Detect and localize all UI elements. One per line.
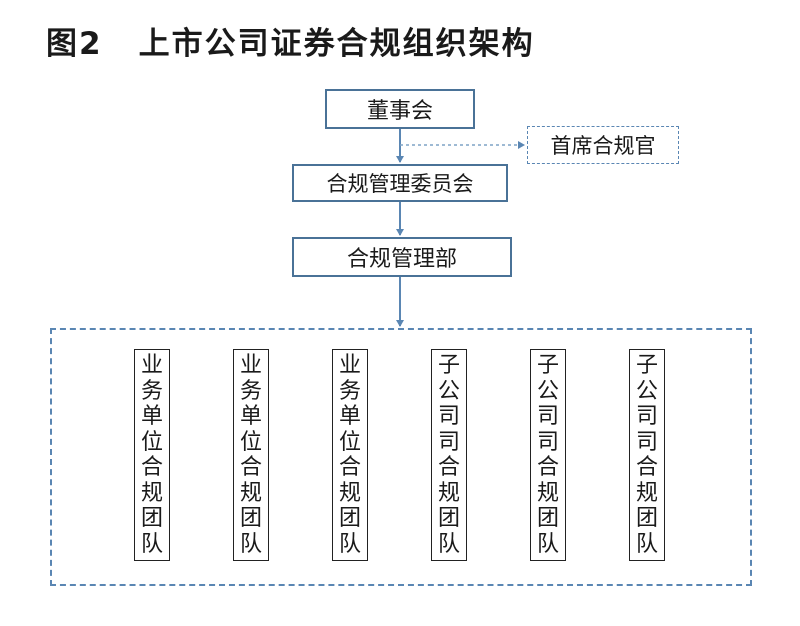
team-label-char: 子	[437, 353, 460, 378]
compliance-department-box: 合规管理部	[292, 237, 512, 277]
team-box: 子公司司合规团队	[530, 349, 566, 561]
compliance-teams-group	[50, 328, 752, 586]
team-label-char: 规	[140, 480, 163, 506]
team-label-char: 合	[239, 455, 262, 480]
board-of-directors-box: 董事会	[325, 89, 475, 129]
team-label-char: 公	[437, 378, 460, 404]
title-text: 上市公司证券合规组织架构	[138, 26, 535, 62]
team-label-char: 司	[437, 404, 460, 429]
team-label-char: 单	[140, 404, 163, 429]
team-label-char: 子	[635, 353, 658, 378]
team-label-char: 团	[338, 506, 361, 531]
team-label-char: 子	[536, 353, 559, 378]
team-label-char: 合	[437, 455, 460, 480]
compliance-committee-box: 合规管理委员会	[292, 164, 508, 202]
team-label-char: 队	[437, 531, 460, 557]
team-label-char: 位	[338, 429, 361, 455]
team-label-char: 业	[239, 353, 262, 378]
team-label-char: 单	[338, 404, 361, 429]
team-label-char: 规	[239, 480, 262, 506]
team-label-char: 司	[635, 429, 658, 455]
team-label-char: 司	[437, 429, 460, 455]
team-label-char: 司	[635, 404, 658, 429]
team-label-char: 公	[635, 378, 658, 404]
team-box: 业务单位合规团队	[332, 349, 368, 561]
chief-compliance-officer-box: 首席合规官	[527, 126, 679, 164]
team-label-char: 务	[140, 378, 163, 404]
team-label-char: 队	[338, 531, 361, 557]
team-label-char: 队	[140, 531, 163, 557]
team-label-char: 位	[140, 429, 163, 455]
team-label-char: 团	[635, 506, 658, 531]
team-label-char: 团	[140, 506, 163, 531]
team-box: 子公司司合规团队	[431, 349, 467, 561]
team-label-char: 队	[635, 531, 658, 557]
team-label-char: 团	[536, 506, 559, 531]
team-box: 业务单位合规团队	[134, 349, 170, 561]
team-label-char: 团	[437, 506, 460, 531]
team-label-char: 业	[140, 353, 163, 378]
team-label-char: 司	[536, 429, 559, 455]
team-label-char: 团	[239, 506, 262, 531]
team-label-char: 队	[239, 531, 262, 557]
figure-label: 图2	[46, 26, 103, 62]
team-label-char: 规	[437, 480, 460, 506]
team-label-char: 司	[536, 404, 559, 429]
team-label-char: 规	[536, 480, 559, 506]
team-label-char: 务	[338, 378, 361, 404]
team-label-char: 合	[635, 455, 658, 480]
team-label-char: 位	[239, 429, 262, 455]
team-label-char: 合	[338, 455, 361, 480]
team-label-char: 合	[536, 455, 559, 480]
team-label-char: 规	[635, 480, 658, 506]
team-label-char: 合	[140, 455, 163, 480]
team-label-char: 单	[239, 404, 262, 429]
diagram-title: 图2 上市公司证券合规组织架构	[46, 18, 535, 63]
team-box: 业务单位合规团队	[233, 349, 269, 561]
team-label-char: 业	[338, 353, 361, 378]
team-label-char: 规	[338, 480, 361, 506]
team-box: 子公司司合规团队	[629, 349, 665, 561]
team-label-char: 公	[536, 378, 559, 404]
team-label-char: 务	[239, 378, 262, 404]
team-label-char: 队	[536, 531, 559, 557]
